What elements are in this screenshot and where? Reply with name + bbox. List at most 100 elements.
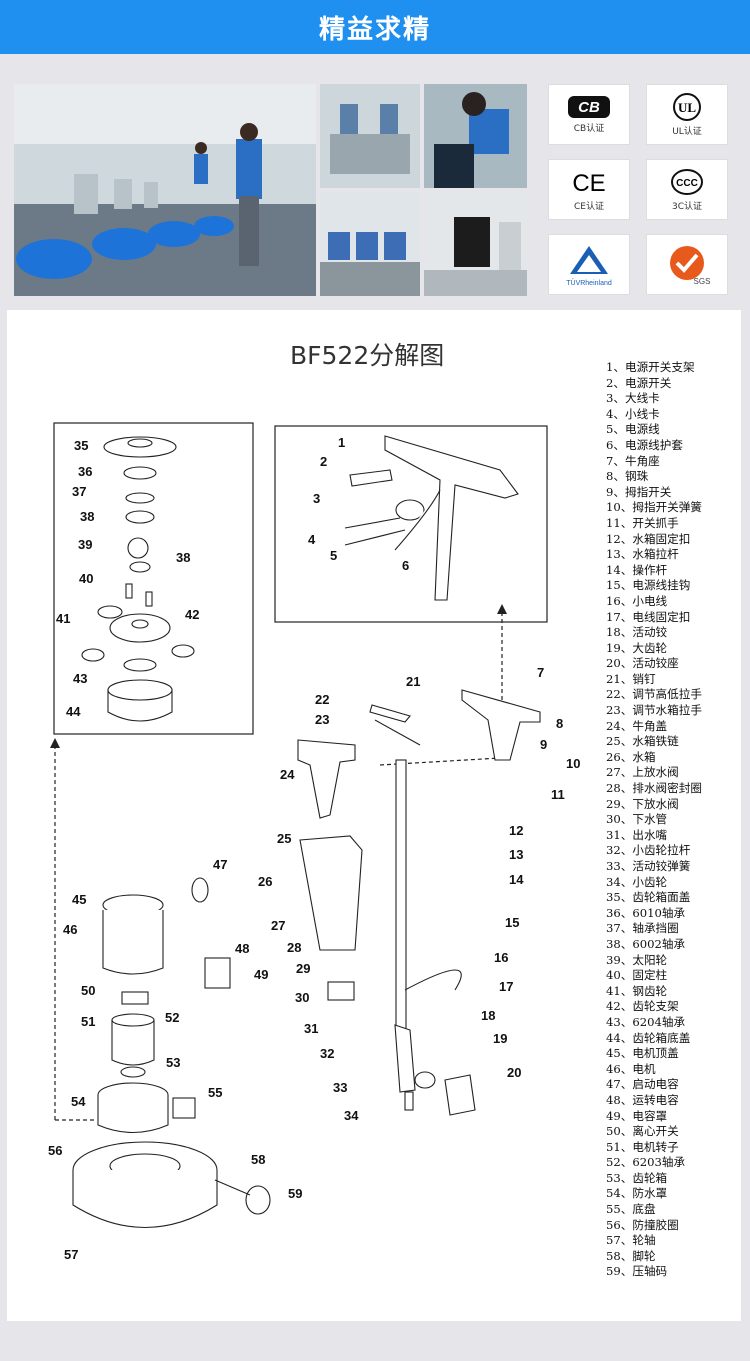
- callout-number: 44: [66, 704, 81, 719]
- svg-text:UL: UL: [678, 100, 696, 115]
- callout-number: 47: [213, 857, 227, 872]
- cb-mark-icon: CB: [568, 96, 610, 118]
- callout-number: 40: [79, 571, 93, 586]
- worker-photo: [424, 84, 527, 188]
- parts-list-item: 54、防水罩: [606, 1186, 668, 1201]
- switch-inset-frame: [274, 425, 548, 623]
- parts-list-item: 29、下放水阀: [606, 796, 679, 811]
- parts-list-item: 52、6203轴承: [606, 1155, 686, 1170]
- callout-number: 56: [48, 1143, 62, 1158]
- cert-tuv: TÜVRheinland: [548, 234, 630, 295]
- cert-sgs: SGS: [646, 234, 728, 295]
- callout-number: 45: [72, 892, 86, 907]
- parts-list-item: 26、水箱: [606, 749, 656, 764]
- callout-number: 17: [499, 979, 513, 994]
- production-line-photo: [14, 84, 316, 296]
- ccc-mark-icon: CCC: [671, 169, 703, 195]
- callout-number: 10: [566, 756, 580, 771]
- parts-list-item: 21、销钉: [606, 671, 656, 686]
- callout-number: 4: [308, 532, 316, 547]
- callout-number: 11: [551, 787, 565, 802]
- parts-list-item: 38、6002轴承: [606, 936, 686, 951]
- callout-number: 41: [56, 611, 70, 626]
- callout-number: 9: [540, 737, 547, 752]
- parts-list-item: 45、电机顶盖: [606, 1046, 679, 1061]
- parts-list-item: 44、齿轮箱底盖: [606, 1030, 691, 1045]
- parts-list-item: 23、调节水箱拉手: [606, 703, 702, 718]
- callout-number: 12: [509, 823, 523, 838]
- parts-list-item: 53、齿轮箱: [606, 1170, 668, 1185]
- parts-list-item: 2、电源开关: [606, 375, 672, 390]
- callout-number: 39: [78, 537, 92, 552]
- callout-number: 30: [295, 990, 309, 1005]
- callout-number: 28: [287, 940, 301, 955]
- certification-grid: CB CB认证 UL UL认证 CE CE认证 CCC 3C认证 TÜVRhei…: [548, 84, 738, 296]
- parts-list-item: 20、活动铰座: [606, 656, 679, 671]
- callout-number: 31: [304, 1021, 318, 1036]
- callout-number: 33: [333, 1080, 347, 1095]
- callout-number: 13: [509, 847, 523, 862]
- lab-photo-2: [320, 192, 420, 296]
- callout-number: 50: [81, 983, 95, 998]
- factory-photo-grid: [14, 84, 527, 296]
- parts-list-item: 49、电容罩: [606, 1108, 668, 1123]
- parts-list-item: 50、离心开关: [606, 1124, 679, 1139]
- gearbox-inset-frame: [53, 422, 254, 735]
- parts-list-item: 56、防撞胶圈: [606, 1217, 679, 1232]
- parts-list-item: 13、水箱拉杆: [606, 547, 679, 562]
- parts-list-item: 10、拇指开关弹簧: [606, 500, 702, 515]
- callout-number: 54: [71, 1094, 86, 1109]
- callout-number: 49: [254, 967, 268, 982]
- callout-number: 21: [406, 674, 420, 689]
- parts-list-item: 35、齿轮箱面盖: [606, 890, 691, 905]
- parts-list-item: 11、开关抓手: [606, 515, 679, 530]
- parts-list-item: 41、钢齿轮: [606, 983, 668, 998]
- parts-list-item: 47、启动电容: [606, 1077, 679, 1092]
- parts-list-item: 51、电机转子: [606, 1139, 679, 1154]
- parts-list-item: 7、牛角座: [606, 453, 660, 468]
- callout-number: 53: [166, 1055, 180, 1070]
- callout-number: 57: [64, 1247, 78, 1262]
- parts-list-item: 18、活动铰: [606, 625, 668, 640]
- callout-number: 6: [402, 558, 409, 573]
- parts-list-item: 19、大齿轮: [606, 640, 668, 655]
- parts-list-item: 12、水箱固定扣: [606, 531, 691, 546]
- callout-number: 5: [330, 548, 337, 563]
- lab-photo-1: [320, 84, 420, 188]
- parts-list-item: 39、太阳轮: [606, 952, 668, 967]
- callout-number: 55: [208, 1085, 222, 1100]
- callout-number: 27: [271, 918, 285, 933]
- ce-mark-icon: CE: [572, 170, 605, 197]
- callout-number: 20: [507, 1065, 521, 1080]
- parts-list-item: 43、6204轴承: [606, 1014, 686, 1029]
- ul-mark-icon: UL: [673, 93, 701, 121]
- callout-number: 59: [288, 1186, 302, 1201]
- callout-number: 25: [277, 831, 291, 846]
- callout-number: 38: [176, 550, 190, 565]
- parts-list-item: 4、小线卡: [606, 406, 660, 421]
- callout-number: 8: [556, 716, 563, 731]
- callout-number: 46: [63, 922, 77, 937]
- parts-list-item: 46、电机: [606, 1061, 656, 1076]
- cert-ce: CE CE认证: [548, 159, 630, 220]
- callout-number: 7: [537, 665, 544, 680]
- callout-number: 26: [258, 874, 272, 889]
- parts-list-item: 14、操作杆: [606, 562, 668, 577]
- callout-number: 15: [505, 915, 519, 930]
- parts-list-item: 15、电源线挂钩: [606, 578, 691, 593]
- parts-list-item: 36、6010轴承: [606, 905, 686, 920]
- parts-list-item: 32、小齿轮拉杆: [606, 843, 691, 858]
- parts-list-item: 22、调节高低拉手: [606, 687, 702, 702]
- callout-number: 58: [251, 1152, 265, 1167]
- parts-list-item: 34、小齿轮: [606, 874, 668, 889]
- parts-list-item: 27、上放水阀: [606, 765, 679, 780]
- parts-list-item: 57、轮轴: [606, 1233, 656, 1248]
- parts-list-item: 16、小电线: [606, 593, 668, 608]
- callout-number: 22: [315, 692, 329, 707]
- parts-list-item: 25、水箱铁链: [606, 734, 679, 749]
- callout-number: 23: [315, 712, 329, 727]
- cert-ul: UL UL认证: [646, 84, 728, 145]
- diagram-title: BF522分解图: [290, 341, 445, 370]
- page-banner: 精益求精: [0, 0, 750, 54]
- gearbox-parts: [81, 436, 195, 722]
